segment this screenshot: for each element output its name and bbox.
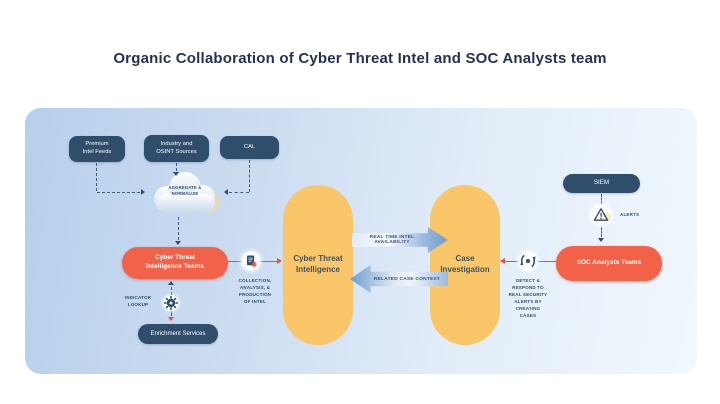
detect-respond-icon bbox=[520, 254, 536, 268]
intel-production-icon bbox=[247, 255, 257, 267]
gear-icon bbox=[164, 296, 178, 310]
detect-respond-badge bbox=[518, 251, 538, 271]
case-investigation-capsule: Case Investigation bbox=[430, 185, 500, 345]
connector-premium-to-cloud bbox=[96, 163, 97, 191]
intel-production-badge bbox=[241, 251, 261, 271]
enrichment-services-box: Enrichment Services bbox=[138, 324, 218, 344]
connector-cloud-to-cti bbox=[178, 217, 179, 240]
arrowhead-into-cloud-right bbox=[224, 189, 228, 195]
detect-respond-caption: DETECT & RESPOND TO REAL SECURITY ALERTS… bbox=[508, 278, 548, 318]
cyber-threat-intelligence-teams-box: Cyber Threat Intelligence Teams bbox=[122, 247, 228, 279]
connector-gear-to-enrichment bbox=[171, 311, 172, 316]
indicator-lookup-caption: INDICATOR LOOKUP bbox=[124, 295, 152, 307]
arrowhead-into-cti-bottom bbox=[168, 281, 174, 285]
arrowhead-into-enrichment bbox=[168, 317, 174, 321]
cal-box: CAL bbox=[220, 136, 279, 159]
connector-cti-to-gear bbox=[171, 287, 172, 295]
connector-siem-to-alerts bbox=[601, 194, 602, 204]
arrowhead-into-right-capsule bbox=[500, 258, 505, 264]
cti-capsule-label: Cyber Threat Intelligence bbox=[293, 254, 343, 274]
alerts-badge bbox=[590, 204, 612, 226]
arrowhead-into-cloud-left bbox=[141, 189, 145, 195]
connector-industry-to-cloud bbox=[176, 163, 177, 171]
connector-cal-to-cloud-h bbox=[229, 192, 249, 193]
soc-analysts-teams-box: SOC Analysts Teams bbox=[556, 246, 662, 281]
warning-triangle-icon bbox=[593, 208, 611, 222]
arrowhead-into-cloud-top bbox=[173, 172, 179, 176]
industry-osint-sources-box: Industry and OSINT Sources bbox=[144, 135, 209, 162]
indicator-lookup-badge bbox=[163, 295, 179, 311]
siem-box: SIEM bbox=[563, 174, 640, 193]
aggregate-normalize-cloud: AGGREGATE & NORMALIZE bbox=[143, 166, 227, 218]
collection-analysis-caption: COLLECTION, ANALYSIS, & PRODUCTION OF IN… bbox=[238, 278, 272, 304]
connector-cal-to-cloud bbox=[249, 160, 250, 192]
case-capsule-label: Case Investigation bbox=[440, 254, 490, 274]
cyber-threat-intelligence-capsule: Cyber Threat Intelligence bbox=[283, 185, 353, 345]
arrowhead-into-cti bbox=[175, 241, 181, 245]
real-time-intel-arrow-label: REAL TIME INTEL AVAILABILITY bbox=[369, 235, 415, 245]
arrowhead-into-left-capsule bbox=[277, 258, 282, 264]
alerts-caption: ALERTS bbox=[620, 212, 640, 217]
page-title: Organic Collaboration of Cyber Threat In… bbox=[113, 50, 607, 67]
cloud-icon bbox=[154, 172, 220, 213]
connector-alerts-to-soc bbox=[601, 227, 602, 237]
arrowhead-into-soc bbox=[598, 238, 604, 242]
cloud-label: AGGREGATE & NORMALIZE bbox=[168, 185, 202, 196]
related-case-context-arrow-label: RELATED CASE CONTEXT bbox=[373, 276, 441, 282]
connector-premium-to-cloud-h bbox=[97, 192, 140, 193]
premium-intel-feeds-box: Premium Intel Feeds bbox=[69, 136, 125, 162]
